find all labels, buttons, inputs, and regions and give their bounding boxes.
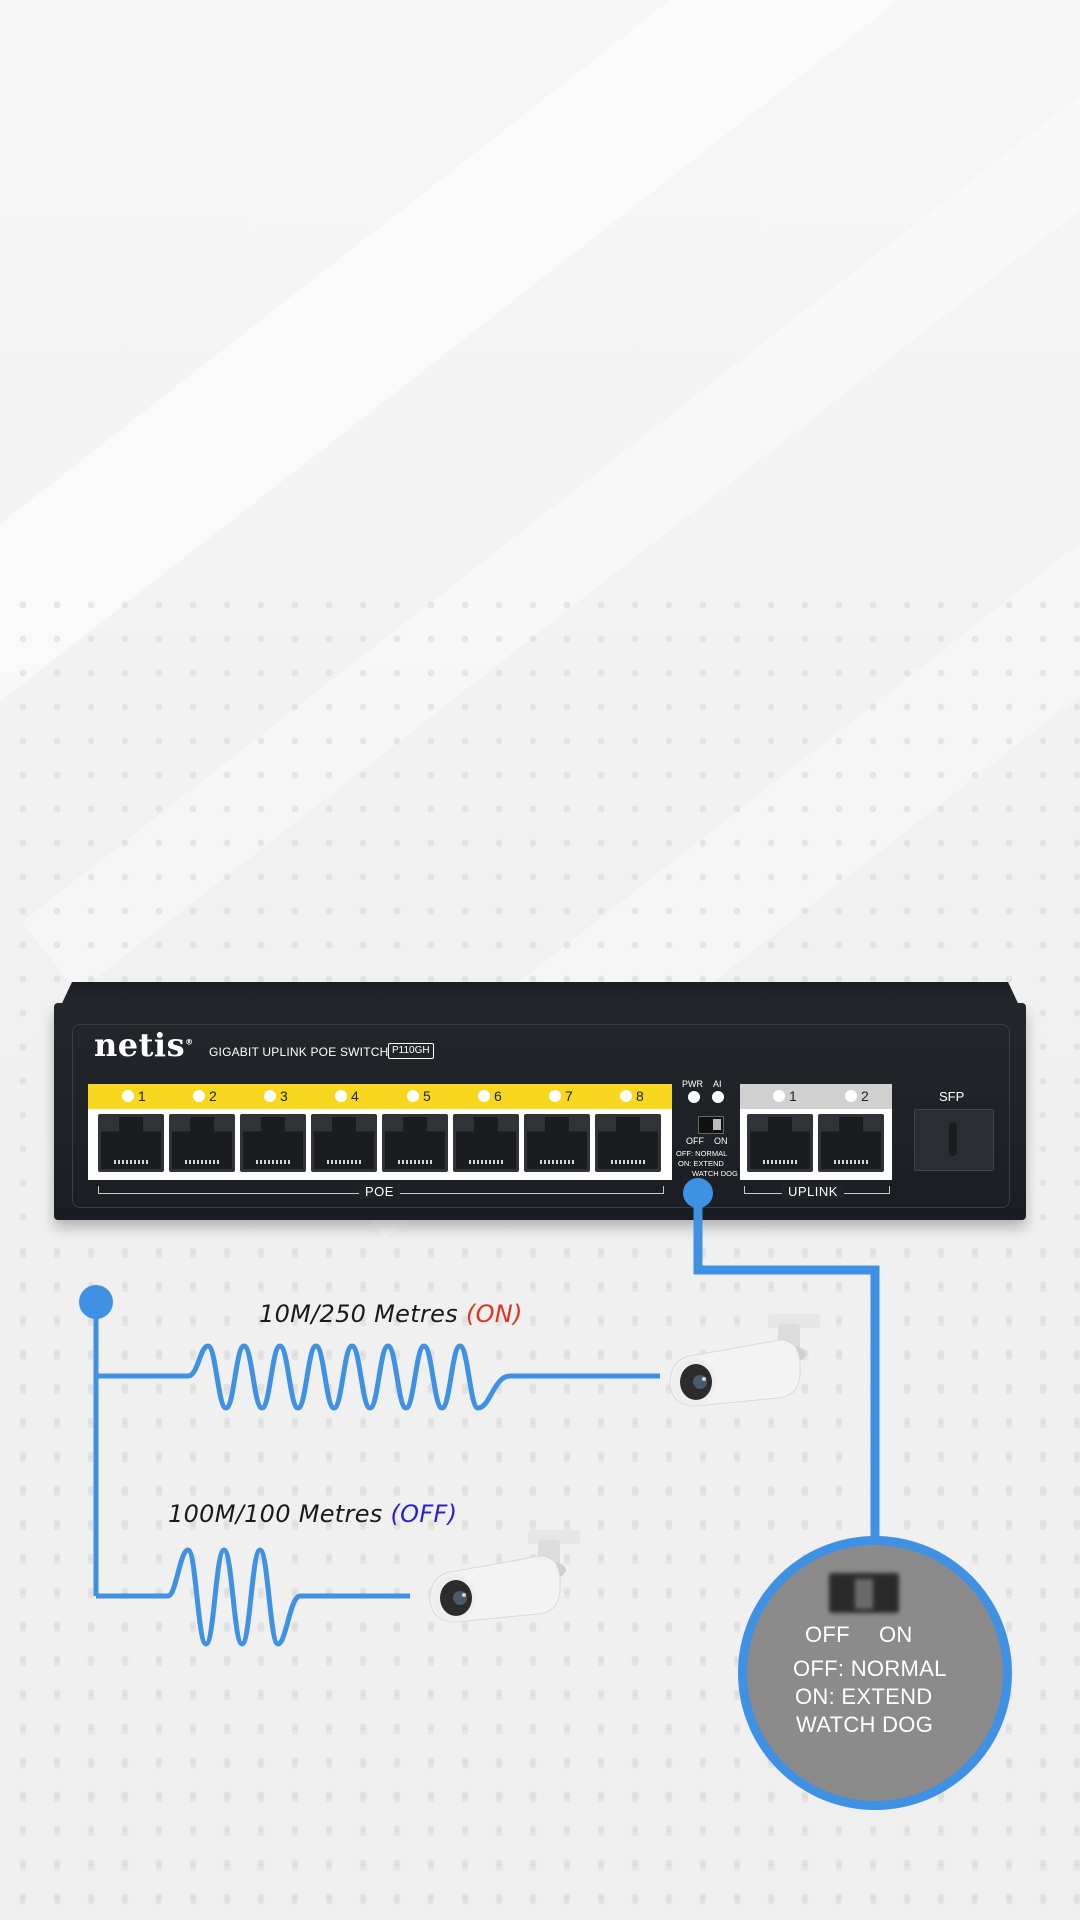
pwr-led-icon <box>688 1091 700 1103</box>
led-icon <box>478 1090 490 1102</box>
callout-line2: ON: EXTEND <box>795 1684 933 1709</box>
long-range-label: 10M/250 Metres (ON) <box>259 1300 523 1328</box>
pwr-label: PWR <box>682 1079 703 1089</box>
poe-port-label: 7 <box>549 1088 573 1104</box>
poe-port-label: 1 <box>122 1088 146 1104</box>
dip-legend-line1: OFF: NORMAL <box>676 1149 728 1158</box>
long-range-cable <box>96 1343 660 1411</box>
led-icon <box>264 1090 276 1102</box>
rj45-port-icon <box>98 1114 164 1172</box>
poe-group-label: POE <box>359 1184 400 1199</box>
poe-port-label: 6 <box>478 1088 502 1104</box>
rj45-port-icon <box>747 1114 813 1172</box>
led-icon <box>122 1090 134 1102</box>
switch-subtitle: GIGABIT UPLINK POE SWITCH <box>209 1045 389 1059</box>
dip-switch-icon <box>698 1116 724 1134</box>
callout-line1: OFF: NORMAL <box>793 1656 947 1681</box>
cable-endpoint <box>683 1178 713 1208</box>
led-icon <box>620 1090 632 1102</box>
led-icon <box>193 1090 205 1102</box>
poe-port-label: 4 <box>335 1088 359 1104</box>
bullet-camera-icon <box>429 1530 580 1623</box>
poe-port-label: 8 <box>620 1088 644 1104</box>
led-icon <box>773 1090 785 1102</box>
rj45-port-icon <box>240 1114 306 1172</box>
brand-logo: netis® <box>94 1026 194 1064</box>
short-range-label: 100M/100 Metres (OFF) <box>168 1500 458 1528</box>
watchdog-callout: OFF ON OFF: NORMAL ON: EXTEND WATCH DOG <box>747 1545 1003 1801</box>
led-icon <box>845 1090 857 1102</box>
rj45-port-icon <box>595 1114 661 1172</box>
bullet-camera-icon <box>669 1314 820 1407</box>
uplink-port-label: 1 <box>773 1088 797 1104</box>
poe-led-strip <box>88 1084 672 1109</box>
callout-off-label: OFF <box>805 1622 850 1647</box>
callout-line3: WATCH DOG <box>796 1712 934 1737</box>
callout-on-label: ON <box>879 1622 913 1647</box>
switch-front-frame <box>72 1024 1010 1208</box>
sfp-label: SFP <box>939 1089 965 1104</box>
uplink-port-label: 2 <box>845 1088 869 1104</box>
poe-port-label: 5 <box>407 1088 431 1104</box>
poe-port-label: 2 <box>193 1088 217 1104</box>
rj45-port-icon <box>311 1114 377 1172</box>
poe-port-label: 3 <box>264 1088 288 1104</box>
dip-switch-icon <box>829 1573 899 1613</box>
led-icon <box>335 1090 347 1102</box>
dip-on-label: ON <box>714 1136 728 1146</box>
uplink-group-label: UPLINK <box>782 1184 844 1199</box>
ai-label: AI <box>713 1079 722 1089</box>
rj45-port-icon <box>382 1114 448 1172</box>
led-icon <box>549 1090 561 1102</box>
uplink-led-strip <box>740 1084 892 1109</box>
rj45-port-icon <box>169 1114 235 1172</box>
model-badge: P110GH <box>388 1043 434 1059</box>
dip-legend-line3: WATCH DOG <box>692 1169 738 1178</box>
rj45-port-icon <box>453 1114 519 1172</box>
short-range-cable <box>96 1547 410 1647</box>
led-icon <box>407 1090 419 1102</box>
dip-off-label: OFF <box>686 1136 704 1146</box>
rj45-port-icon <box>524 1114 590 1172</box>
rj45-port-icon <box>818 1114 884 1172</box>
watchdog-cable <box>693 1192 880 1545</box>
ai-led-icon <box>712 1091 724 1103</box>
sfp-port-icon <box>914 1109 994 1171</box>
dip-legend-line2: ON: EXTEND <box>678 1159 724 1168</box>
